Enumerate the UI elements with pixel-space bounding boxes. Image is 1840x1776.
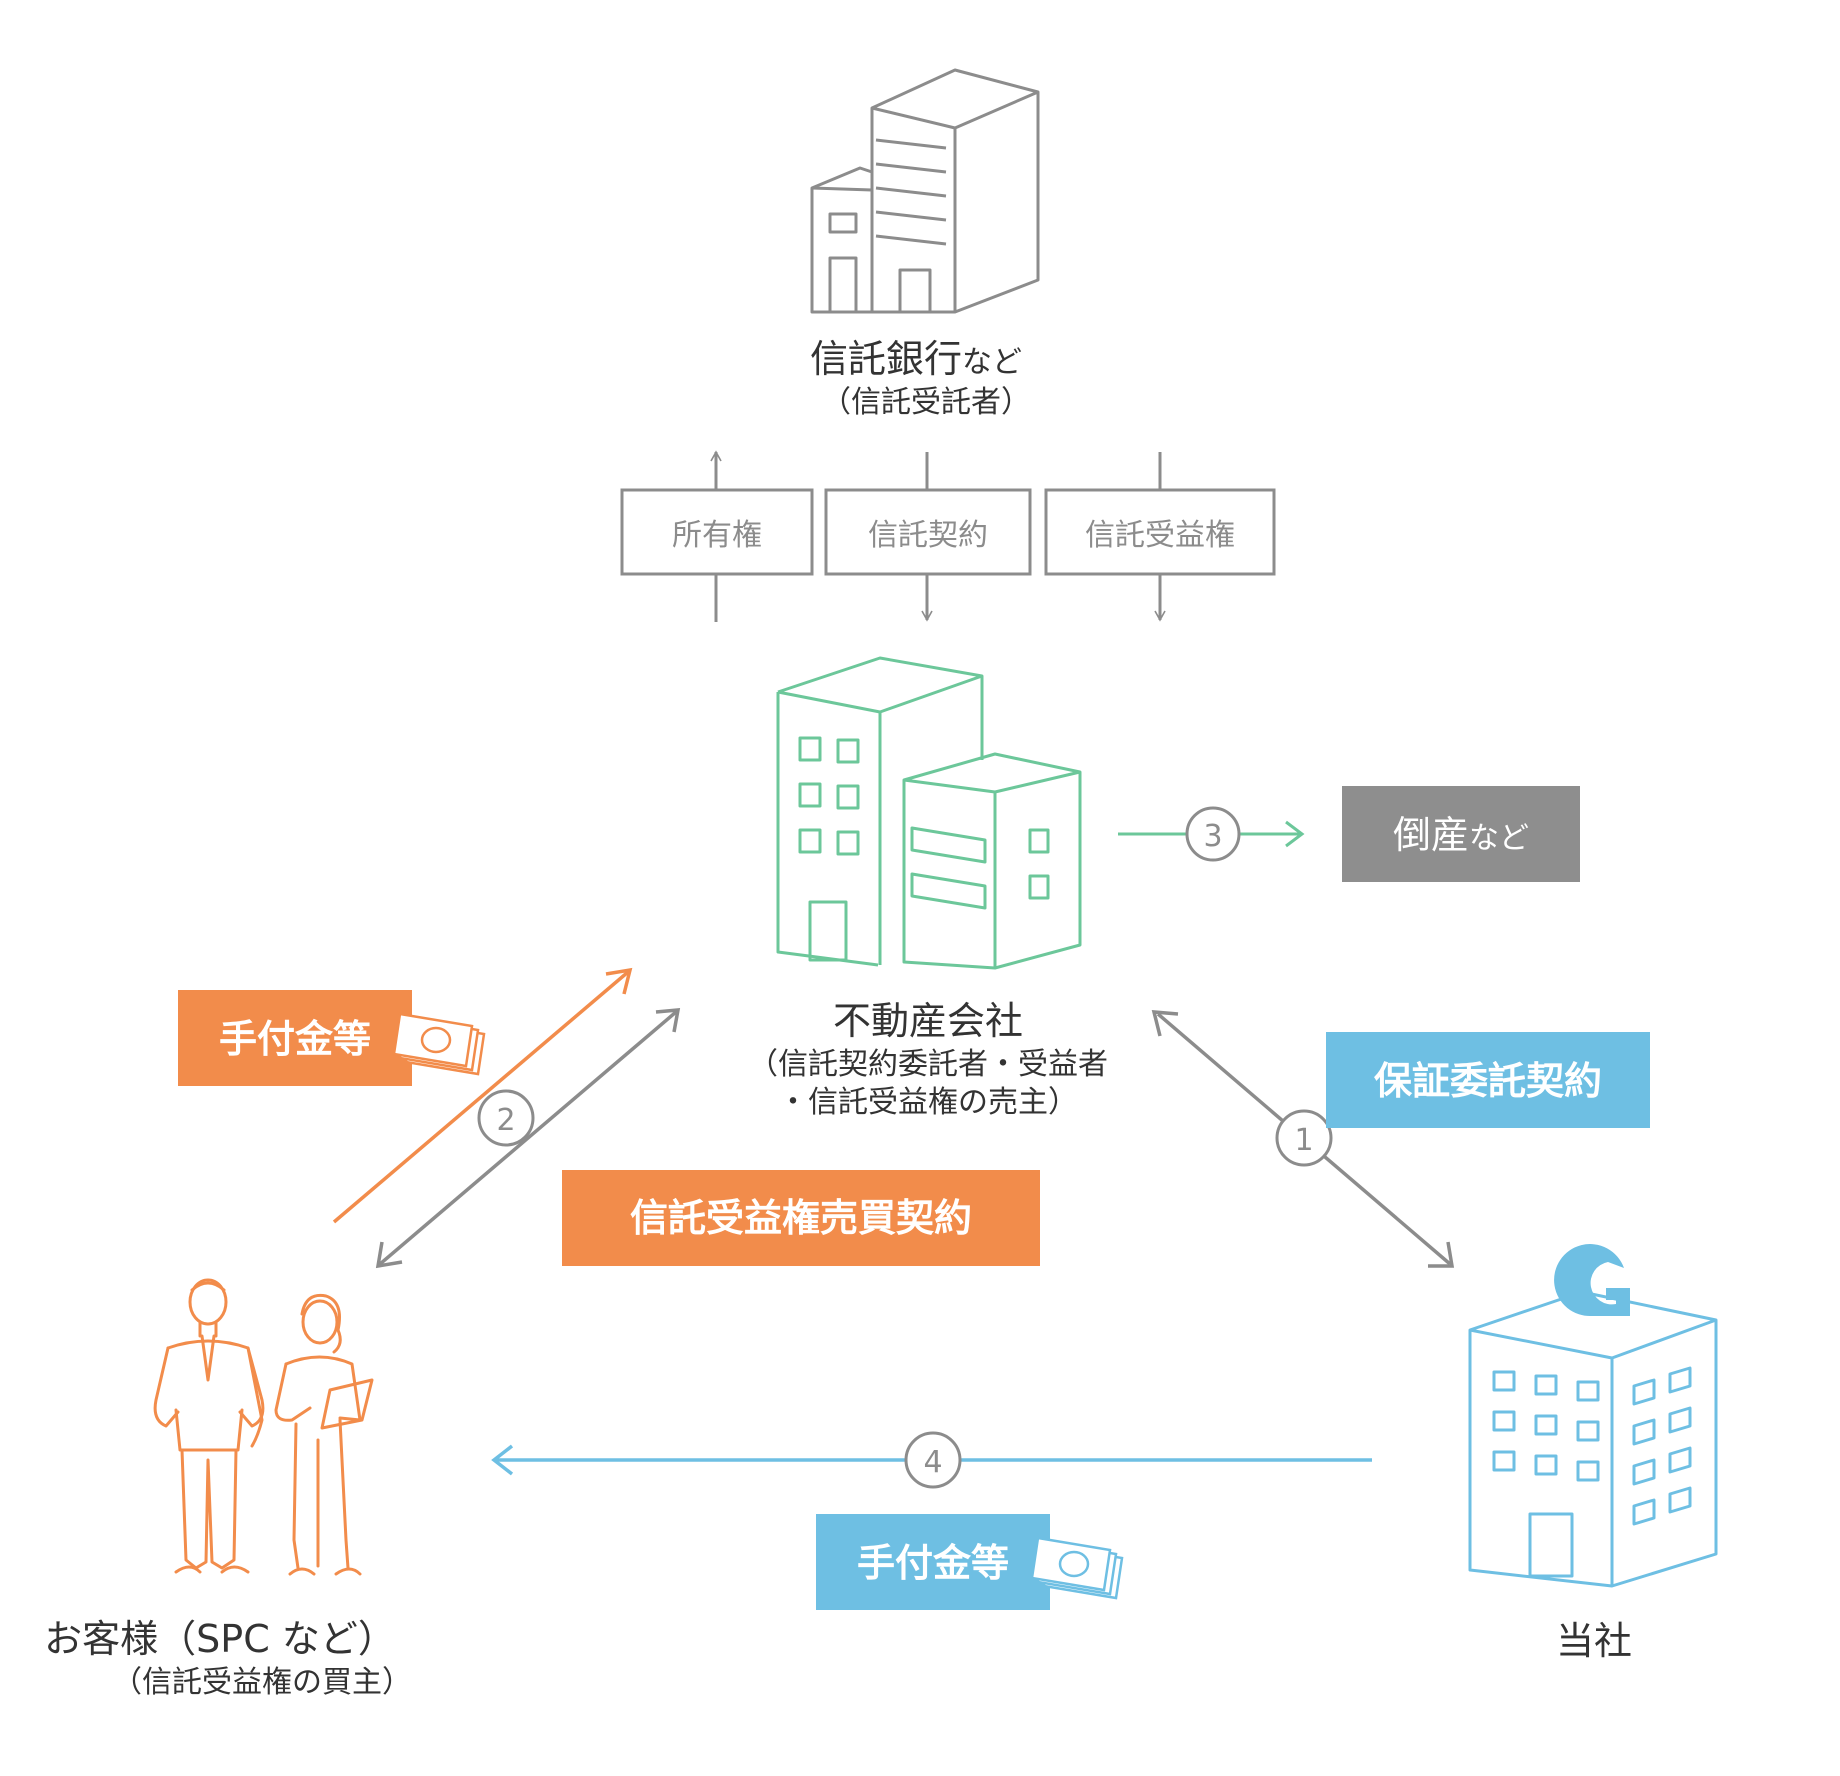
real-estate-company-name: 不動産会社 [833,999,1023,1043]
building-green-icon [776,656,1082,970]
step-1-number: 1 [1294,1123,1313,1158]
company-g-logo-icon [1554,1244,1630,1317]
arrow-step-4 [491,1444,1372,1476]
real-estate-company-role-2: ・信託受益権の売主） [778,1085,1078,1120]
trust-box-beneficial-interest: 信託受益権 [1044,488,1276,576]
our-company-name: 当社 [1556,1619,1632,1663]
bankruptcy-box: 倒産など [1342,786,1580,882]
svg-text:信託契約: 信託契約 [868,518,988,553]
sale-contract-tag: 信託受益権売買契約 [562,1170,1040,1266]
step-2-circle [477,1089,535,1147]
step-4-number: 4 [923,1445,942,1480]
svg-text:手付金等: 手付金等 [219,1017,371,1061]
step-1-circle [1275,1109,1333,1167]
building-blue-g-icon [1468,1290,1718,1588]
banknote-stack-icon [392,1012,486,1076]
trust-box-ownership: 所有権 [620,488,814,576]
svg-text:信託受益権: 信託受益権 [1085,518,1235,553]
deposit-tag-bottom: 手付金等 [816,1514,1050,1610]
arrow-sale-contract [375,1008,681,1269]
svg-text:信託受益権売買契約: 信託受益権売買契約 [630,1196,972,1240]
guarantee-contract-tag: 保証委託契約 [1326,1032,1650,1128]
arrow-step-3 [1118,806,1305,862]
svg-text:倒産など: 倒産など [1393,813,1529,857]
trust-box-trust-contract: 信託契約 [824,488,1032,576]
building-gray-icon [810,68,1040,314]
trust-bank-role: （信託受託者） [821,385,1031,420]
deposit-tag-top: 手付金等 [178,990,412,1086]
customer-role: （信託受益権の買主） [112,1665,412,1700]
step-3-number: 3 [1203,819,1222,854]
svg-text:手付金等: 手付金等 [857,1541,1009,1585]
step-2-number: 2 [496,1103,515,1138]
svg-text:所有権: 所有権 [672,518,762,553]
banknote-stack-icon [1030,1536,1124,1600]
business-people-icon [153,1278,374,1576]
real-estate-company-role-1: （信託契約委託者・受益者 [748,1047,1108,1082]
arrow-deposit-to-real-estate [332,967,633,1224]
step-4-circle [904,1431,962,1489]
trust-bank-name: 信託銀行など [810,337,1022,381]
customer-name: お客様（SPC など） [44,1617,396,1661]
svg-text:保証委託契約: 保証委託契約 [1374,1059,1602,1103]
